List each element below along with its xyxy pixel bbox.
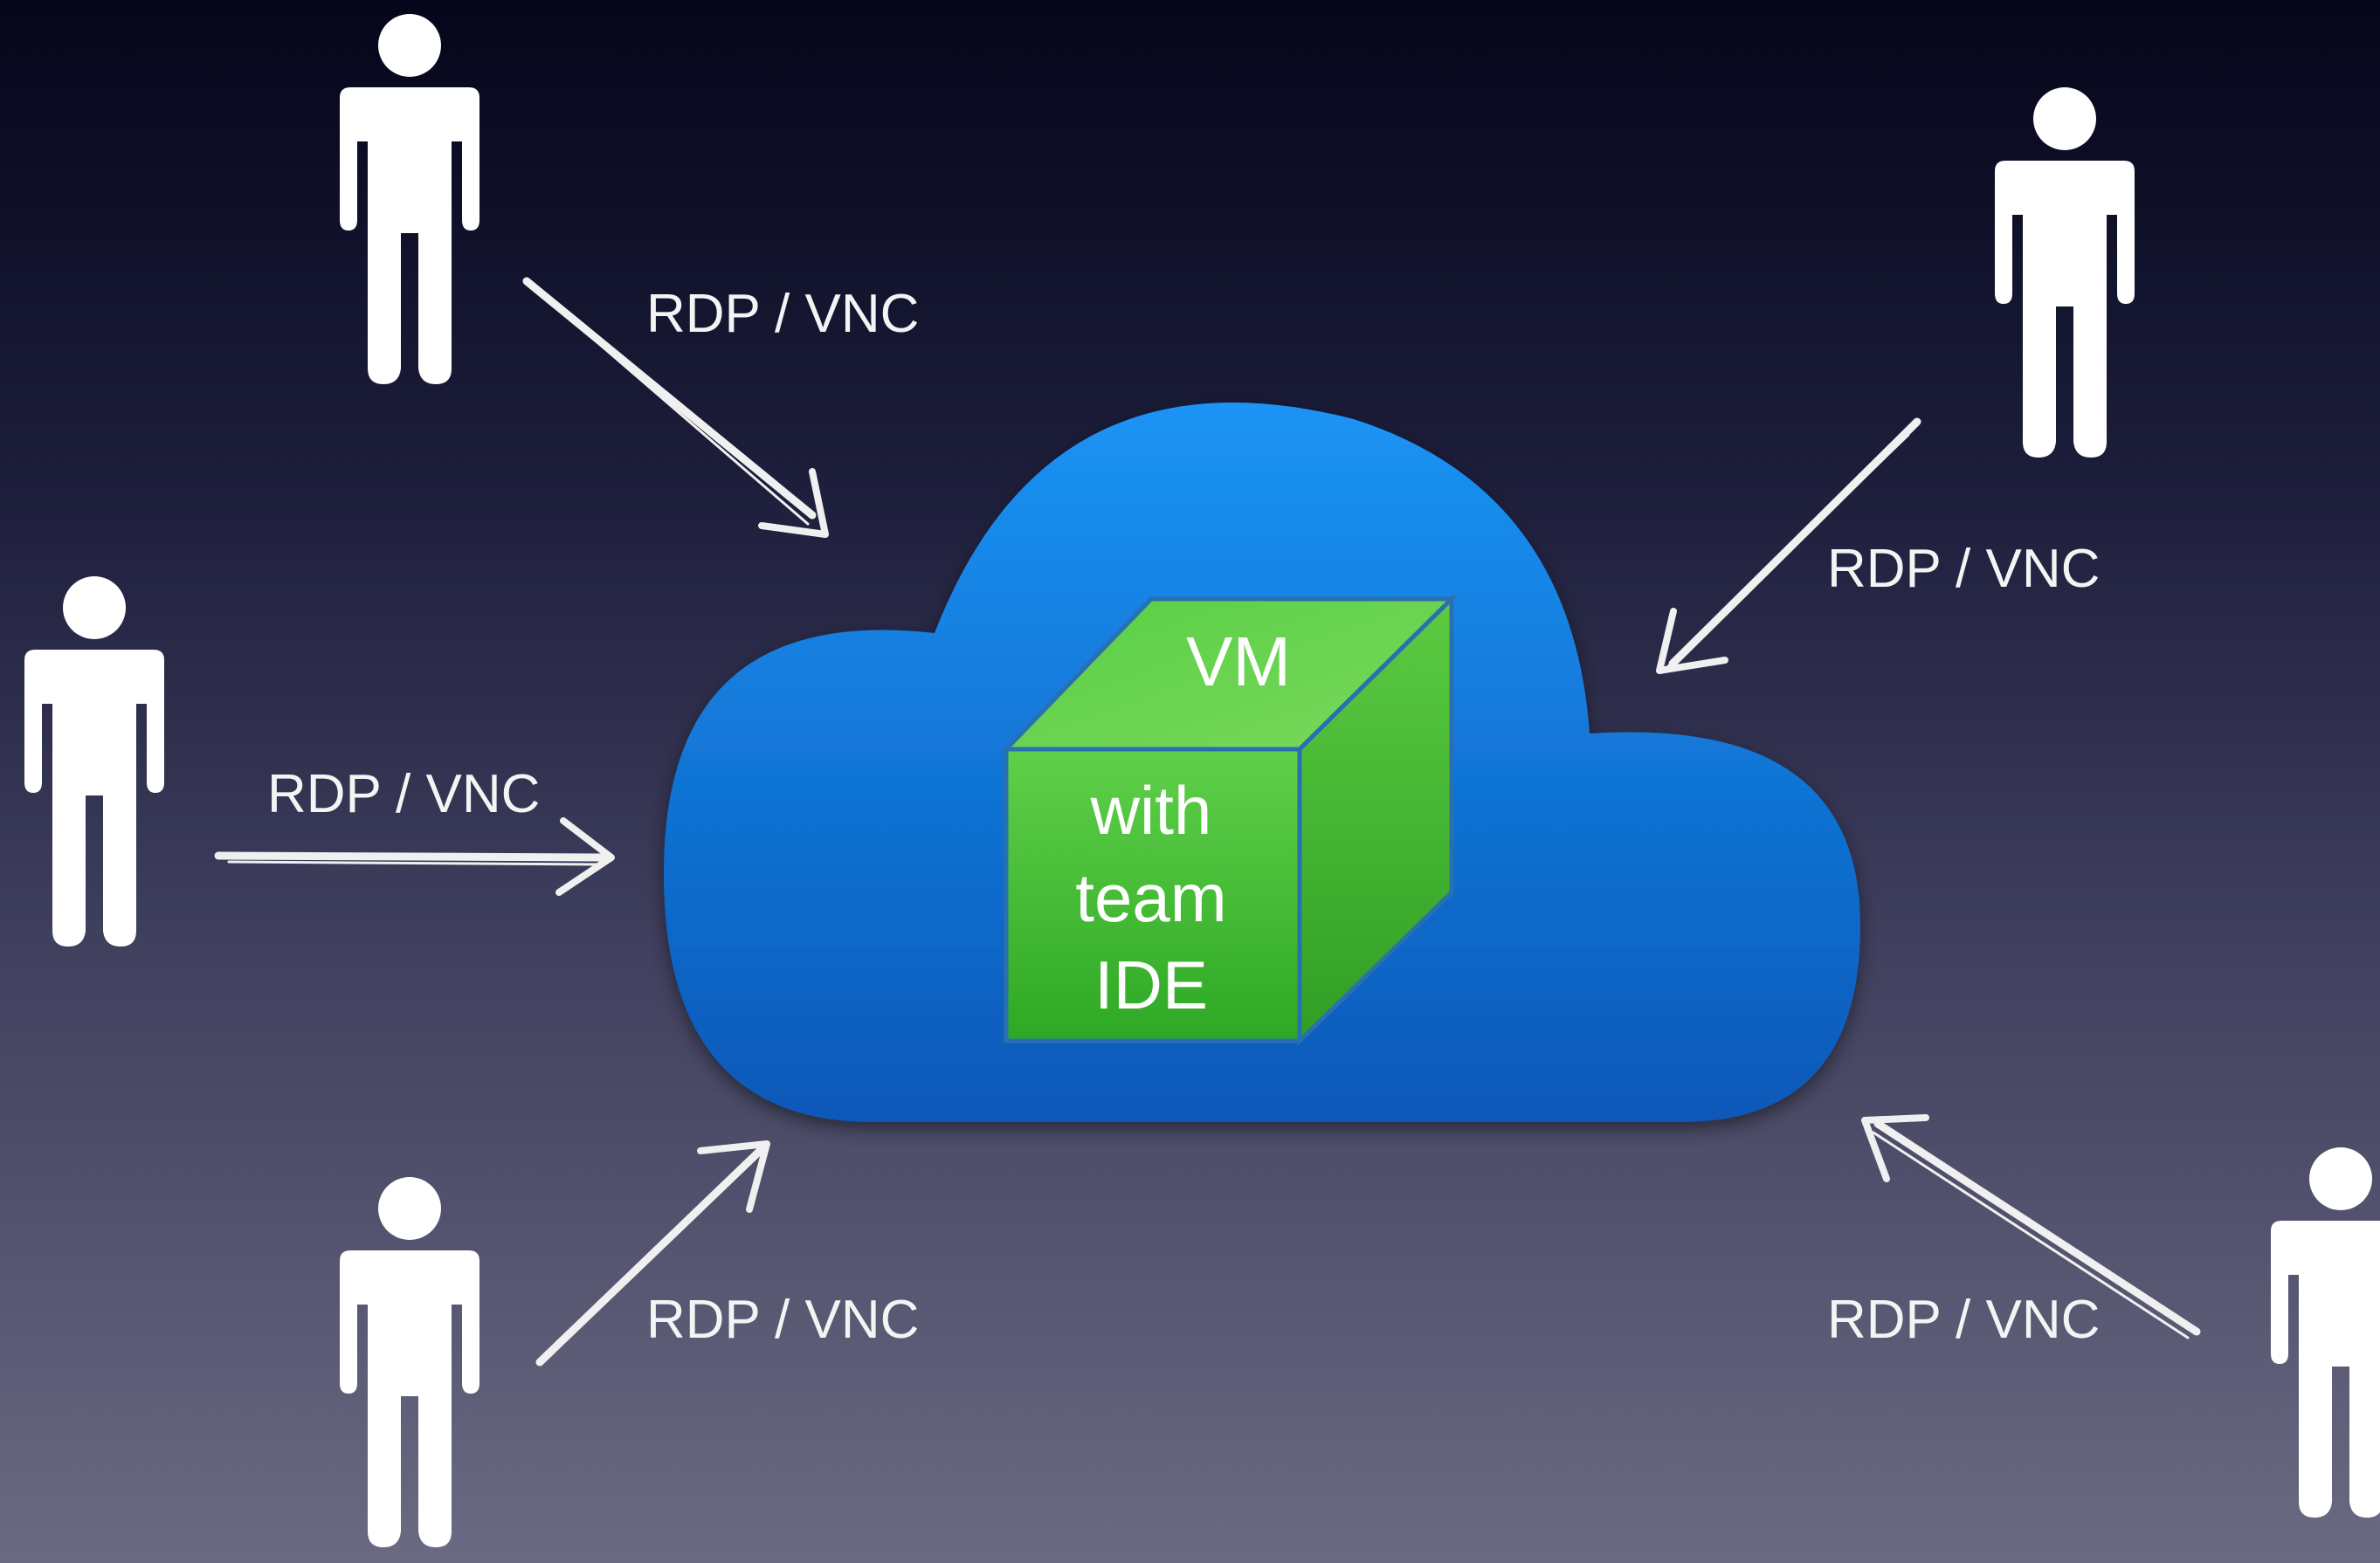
arrow-bottom-left xyxy=(535,1140,770,1367)
vm-cube: VM with team IDE xyxy=(1001,594,1458,1046)
cube-top-label: VM xyxy=(1186,623,1291,700)
connection-label-top-left: RDP / VNC xyxy=(646,284,919,344)
connection-label-middle-left: RDP / VNC xyxy=(267,764,540,824)
arrow-bottom-right xyxy=(1861,1114,2201,1339)
connection-label-top-right: RDP / VNC xyxy=(1827,539,2100,599)
arrow-top-left xyxy=(522,277,829,538)
cube-front-line-1: with xyxy=(1090,772,1212,849)
arrow-middle-left xyxy=(214,817,615,896)
arrow-top-right xyxy=(1656,417,1921,674)
connection-label-bottom-left: RDP / VNC xyxy=(646,1290,919,1350)
connection-label-bottom-right: RDP / VNC xyxy=(1827,1290,2100,1350)
person-icon-bottom-left xyxy=(340,1177,479,1547)
cube-front-line-2: team xyxy=(1075,859,1226,936)
person-icon-bottom-right xyxy=(2271,1147,2380,1518)
person-icon-top-left xyxy=(340,14,479,384)
person-icon-top-right xyxy=(1995,87,2135,458)
cube-front-face xyxy=(1004,747,1302,1043)
cube-front-line-3: IDE xyxy=(1094,947,1208,1023)
person-icon-middle-left xyxy=(24,576,164,947)
